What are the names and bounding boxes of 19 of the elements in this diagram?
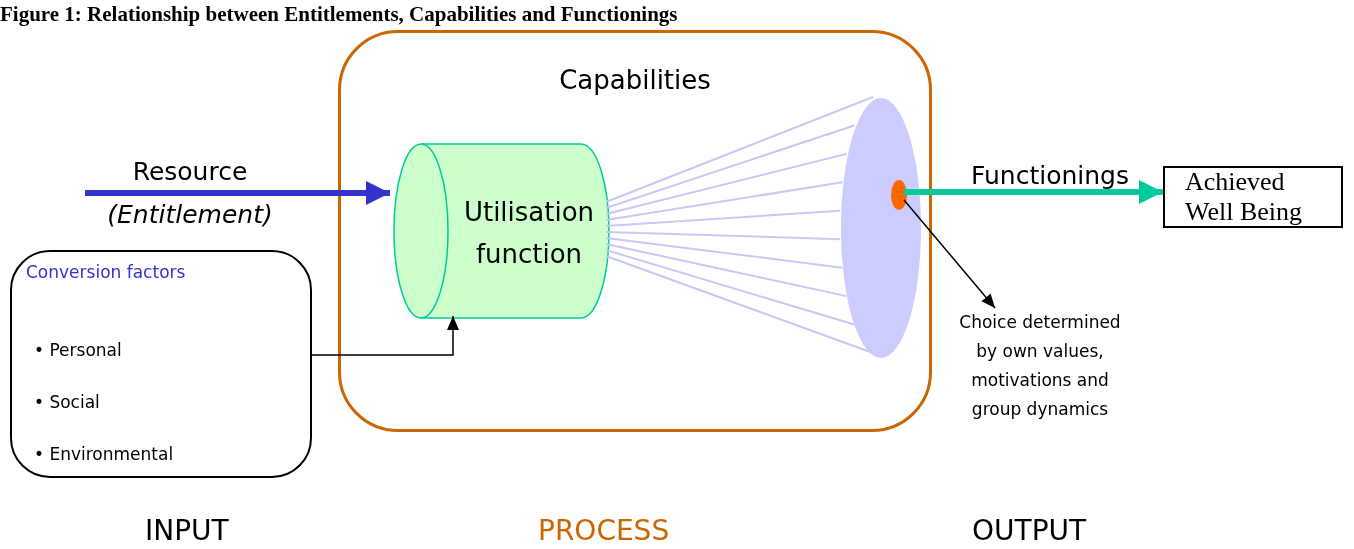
annotation-text: Choice determined by own values, motivations and group dynamics: [952, 308, 1128, 423]
figure-title: Figure 1: Relationship between Entitlements, Capabilities and Functionings: [0, 2, 678, 27]
stage-label: PROCESS: [538, 514, 670, 547]
stage-label: INPUT: [145, 514, 229, 547]
list-item: • Environmental: [34, 443, 174, 466]
process-box: [338, 30, 932, 432]
box-heading: Conversion factors: [26, 262, 186, 282]
list-item: • Social: [34, 391, 101, 414]
stage-label: OUTPUT: [972, 514, 1087, 547]
arrow: [903, 199, 996, 309]
box-title: Capabilities: [558, 65, 712, 95]
edge-label: Resource (Entitlement): [106, 156, 274, 231]
arrow: [85, 181, 390, 205]
list-item: • Personal: [34, 339, 123, 362]
arrow: [311, 315, 459, 356]
rounded-box: [10, 250, 312, 478]
outcome-box: Achieved Well Being: [1163, 166, 1343, 228]
edge-label: Functionings: [970, 160, 1130, 192]
arrow: [904, 180, 1163, 204]
